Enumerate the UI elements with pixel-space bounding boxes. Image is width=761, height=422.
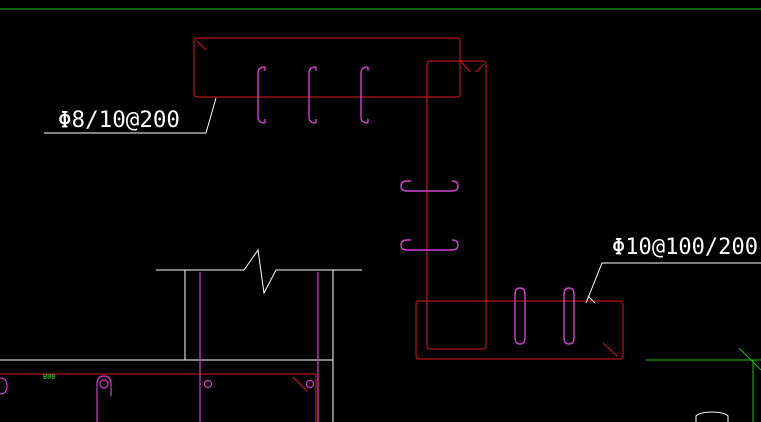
upper-beam-hook-topleft	[196, 40, 207, 51]
slab-bar-dot-3	[305, 379, 315, 389]
slab-rebar-hook-left	[0, 377, 8, 395]
column-outline	[426, 60, 487, 350]
upper-beam-hook-bottomright	[459, 59, 471, 73]
corner-guides	[646, 347, 761, 422]
lower-tie-1	[514, 287, 526, 345]
left-rebar-label: Φ8/10@200	[58, 108, 180, 133]
right-leader-tick	[587, 295, 596, 304]
upper-beam-rebar	[193, 37, 471, 124]
slab-small-label: B08	[43, 373, 56, 381]
lower-tie-2	[563, 287, 575, 345]
slab-rebar: B08	[0, 373, 317, 422]
left-annotation: Φ8/10@200	[44, 97, 217, 134]
break-line	[156, 248, 362, 295]
vertical-column-rebar	[400, 60, 487, 350]
slab-bar-dot-2	[203, 379, 213, 389]
wall-section	[0, 248, 362, 422]
right-annotation: Φ10@100/200	[585, 235, 761, 304]
green-guide-diagonal	[738, 347, 761, 371]
upper-tie-2	[308, 66, 317, 124]
slab-rebar-hook	[292, 376, 308, 392]
lower-beam-hook-bottomright	[602, 342, 618, 357]
slab-bar-loop-1	[96, 375, 112, 422]
column-tie-1	[400, 180, 459, 192]
upper-beam-outline	[193, 37, 461, 98]
upper-tie-1	[257, 66, 266, 124]
right-leader-line	[585, 262, 761, 304]
lower-beam-outline	[415, 300, 624, 360]
right-rebar-label: Φ10@100/200	[612, 235, 758, 260]
upper-tie-3	[360, 66, 369, 124]
white-partial-shape	[695, 411, 729, 422]
left-leader-line	[44, 97, 217, 134]
column-hook-topright	[475, 63, 485, 73]
lower-beam-rebar	[415, 287, 624, 360]
slab-bar-dot-1	[99, 379, 109, 389]
column-tie-2	[400, 239, 459, 251]
